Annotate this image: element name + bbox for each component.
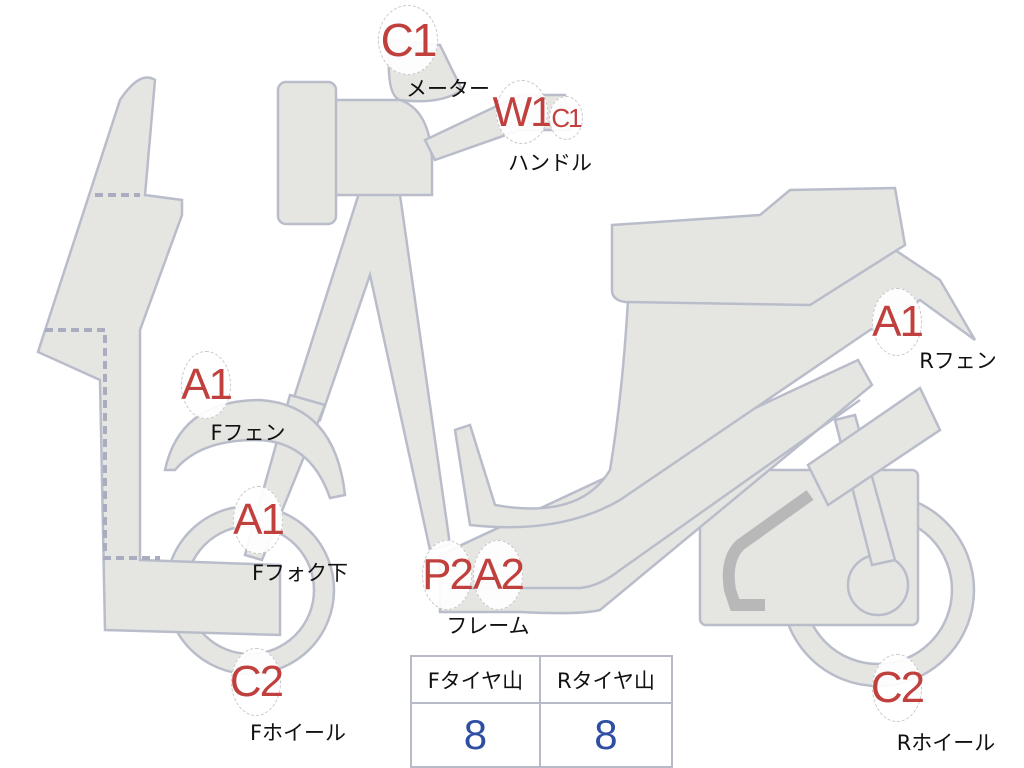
frame-label: フレーム: [446, 614, 530, 638]
meter-label: メーター: [406, 77, 490, 101]
rear-tread-value: 8: [538, 702, 674, 768]
front-fender-code-badge: A1: [181, 351, 233, 419]
exhaust: [722, 490, 814, 611]
front-fork-label: Fフォク下: [251, 561, 349, 585]
handle-code-badge-2: C1: [549, 96, 583, 140]
rear-wheel-label: Rホイール: [896, 731, 996, 755]
front-fork-code-badge: A1: [233, 486, 285, 554]
leg-shield: [36, 76, 282, 637]
tire-tread-table: Fタイヤ山 Rタイヤ山 8 8: [410, 655, 674, 768]
front-wheel-code-badge: C2: [230, 648, 284, 716]
frame: [438, 358, 874, 615]
frame-code-badge-2: A2: [473, 540, 525, 610]
seat: [610, 186, 907, 307]
meter-code-badge: C1: [378, 5, 438, 75]
rear-tread-header: Rタイヤ山: [538, 655, 674, 704]
headlight: [276, 80, 338, 226]
front-tread-value: 8: [410, 702, 541, 768]
rear-fender-label: Rフェン: [919, 349, 997, 373]
frame-code-badge-1: P2: [422, 540, 474, 610]
front-tread-header: Fタイヤ山: [410, 655, 541, 704]
rear-body: [453, 238, 977, 529]
rear-fender-code-badge: A1: [872, 288, 924, 356]
rear-shock: [806, 386, 942, 507]
steering-column: [288, 188, 452, 552]
front-fender-label: Fフェン: [210, 421, 286, 445]
rear-wheel-code-badge: C2: [871, 654, 925, 722]
front-wheel-label: Fホイール: [249, 721, 347, 745]
handle-label: ハンドル: [508, 151, 592, 175]
handle-code-badge-1: W1: [493, 80, 554, 144]
